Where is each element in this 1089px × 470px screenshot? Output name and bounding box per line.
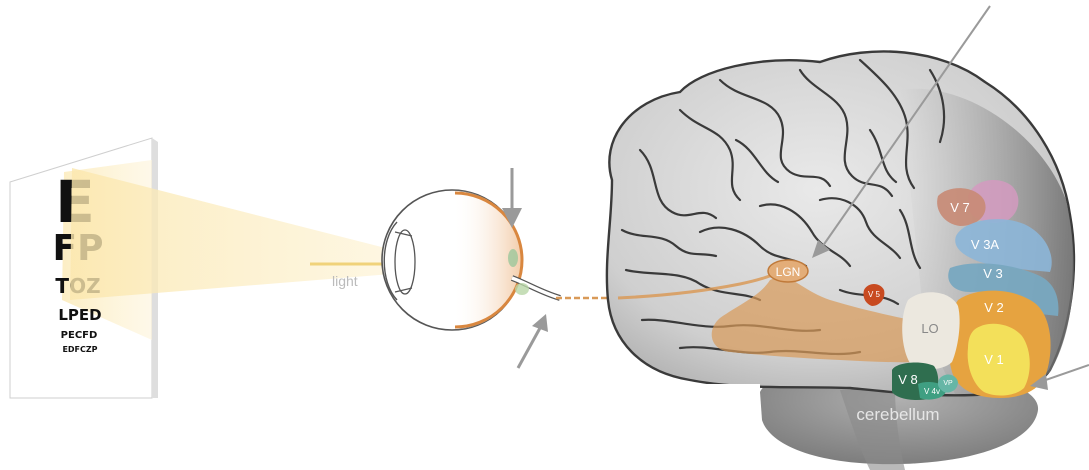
- v5-label: V 5: [868, 290, 881, 299]
- v3a-label: V 3A: [971, 237, 1000, 252]
- cerebellum-label: cerebellum: [856, 405, 939, 424]
- eye-diagram: [382, 190, 560, 330]
- light-label: light: [332, 273, 358, 289]
- lens: [395, 230, 415, 294]
- v1-label: V 1: [984, 352, 1004, 367]
- chart-row-6: EDFCZP: [62, 345, 97, 354]
- blind-spot-mark: [515, 283, 529, 295]
- fovea-mark: [508, 249, 518, 267]
- v8-label: V 8: [898, 372, 918, 387]
- v2-label: V 2: [984, 300, 1004, 315]
- vp-label: VP: [943, 380, 953, 387]
- v7-label: V 7: [950, 200, 970, 215]
- lgn-label: LGN: [776, 265, 801, 279]
- v3-label: V 3: [983, 266, 1003, 281]
- chart-row-5: PECFD: [61, 330, 98, 341]
- chart-row-4: LPED: [58, 306, 101, 324]
- blind-spot-arrow-shaft: [518, 328, 540, 368]
- lo-label: LO: [921, 321, 938, 336]
- lower-left-blank: [676, 384, 760, 470]
- v4v-label: V 4v: [924, 387, 940, 396]
